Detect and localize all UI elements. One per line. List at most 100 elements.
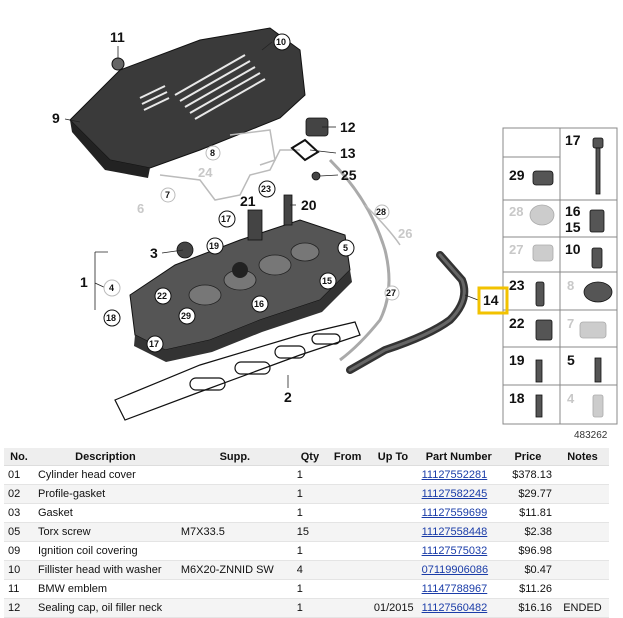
callout-11[interactable]: 11: [110, 29, 125, 45]
part-number-link[interactable]: 11127559699: [421, 507, 488, 519]
side-17[interactable]: 17: [565, 132, 581, 148]
side-28[interactable]: 28: [509, 204, 523, 219]
cell-price: $96.98: [499, 541, 556, 561]
cell-notes: [555, 560, 609, 580]
callout-10[interactable]: 10: [273, 33, 291, 51]
cell-part-number: 07119906086: [417, 560, 500, 580]
part-number-link[interactable]: 11127582245: [421, 488, 488, 500]
highlight-box-14: [477, 286, 509, 315]
callout-14[interactable]: 14: [483, 292, 499, 308]
side-16[interactable]: 16: [565, 203, 581, 219]
svg-text:17: 17: [149, 339, 159, 349]
cell-from: [327, 579, 369, 599]
callout-22[interactable]: 22: [154, 287, 172, 305]
cell-part-number: 11127558448: [417, 522, 500, 542]
callout-19[interactable]: 19: [206, 237, 224, 255]
cell-upto: [368, 579, 418, 599]
callout-6[interactable]: 6: [137, 201, 144, 216]
small-parts-illustration: [176, 117, 329, 259]
side-15[interactable]: 15: [565, 219, 581, 235]
callout-9[interactable]: 9: [52, 110, 60, 126]
cell-qty: 15: [292, 522, 328, 542]
cell-part-number: 11127582245: [417, 484, 500, 504]
callout-7[interactable]: 7: [160, 187, 176, 203]
svg-text:16: 16: [254, 299, 264, 309]
callout-18[interactable]: 18: [103, 309, 121, 327]
callout-29[interactable]: 29: [178, 307, 196, 325]
svg-text:22: 22: [157, 291, 167, 301]
cell-qty: 1: [292, 465, 328, 485]
callout-3[interactable]: 3: [150, 245, 158, 261]
svg-text:4: 4: [109, 283, 114, 293]
callout-28[interactable]: 28: [374, 204, 390, 220]
callout-12[interactable]: 12: [340, 119, 356, 135]
side-18[interactable]: 18: [509, 390, 525, 406]
callout-26[interactable]: 26: [398, 226, 412, 241]
cell-notes: [555, 541, 609, 561]
side-29[interactable]: 29: [509, 167, 525, 183]
gasket-illustration: [114, 321, 361, 421]
callout-13[interactable]: 13: [340, 145, 356, 161]
callout-17[interactable]: 17: [218, 210, 236, 228]
cell-qty: 1: [292, 484, 328, 504]
callout-2[interactable]: 2: [284, 389, 292, 405]
header-supp: Supp.: [176, 448, 293, 466]
part-number-link[interactable]: 07119906086: [421, 564, 489, 576]
side-23[interactable]: 23: [509, 277, 525, 293]
side-27[interactable]: 27: [509, 242, 523, 257]
cell-description: Torx screw: [33, 522, 177, 542]
callout-24[interactable]: 24: [198, 165, 213, 180]
cell-description: Gasket: [33, 503, 177, 523]
side-4[interactable]: 4: [567, 391, 575, 406]
table-row: 05 Torx screw M7X33.5 15 11127558448 $2.…: [4, 522, 609, 542]
cell-price: $2.38: [499, 522, 556, 542]
callout-27[interactable]: 27: [384, 285, 400, 301]
callout-25[interactable]: 25: [341, 167, 357, 183]
part-number-link[interactable]: 11127558448: [421, 526, 488, 538]
callout-1[interactable]: 1: [80, 274, 88, 290]
table-row: 02 Profile-gasket 1 11127582245 $29.77: [4, 484, 609, 504]
callout-15[interactable]: 15: [319, 272, 337, 290]
cell-description: Fillister head with washer: [33, 560, 177, 580]
header-no: No.: [4, 448, 34, 466]
callout-17b[interactable]: 17: [146, 335, 164, 353]
side-22[interactable]: 22: [509, 315, 525, 331]
callout-21[interactable]: 21: [240, 193, 256, 209]
callout-23[interactable]: 23: [258, 180, 276, 198]
callout-16[interactable]: 16: [251, 295, 269, 313]
side-7[interactable]: 7: [567, 316, 574, 331]
side-19[interactable]: 19: [509, 352, 525, 368]
cell-description: Ignition coil covering: [33, 541, 177, 561]
callout-4[interactable]: 4: [103, 279, 121, 297]
cell-description: Sealing cap, oil filler neck: [33, 598, 177, 618]
header-upto: Up To: [368, 448, 418, 466]
cell-supp: [176, 503, 293, 523]
parts-table: No. Description Supp. Qty From Up To Par…: [4, 448, 609, 618]
part-number-link[interactable]: 11127552281: [421, 469, 488, 481]
table-row: 11 BMW emblem 1 11147788967 $11.26: [4, 579, 609, 599]
callout-20[interactable]: 20: [301, 197, 317, 213]
cell-price: $378.13: [499, 465, 556, 485]
part-number-link[interactable]: 11127575032: [421, 545, 488, 557]
cell-supp: [176, 598, 293, 618]
svg-text:18: 18: [106, 313, 116, 323]
side-10[interactable]: 10: [565, 241, 581, 257]
part-number-link[interactable]: 11127560482: [421, 602, 488, 614]
side-8[interactable]: 8: [567, 278, 574, 293]
svg-text:8: 8: [210, 148, 215, 158]
cell-notes: [555, 503, 609, 523]
header-description: Description: [33, 448, 177, 466]
callout-circles: 10 19 17 23 5 15 16 22: [103, 33, 400, 353]
cell-notes: ENDED: [555, 598, 609, 618]
svg-text:19: 19: [209, 241, 219, 251]
part-number-link[interactable]: 11147788967: [421, 583, 488, 595]
cell-part-number: 11127560482: [417, 598, 500, 618]
callout-8[interactable]: 8: [205, 145, 221, 161]
side-5[interactable]: 5: [567, 352, 575, 368]
callout-5[interactable]: 5: [337, 239, 355, 257]
cell-part-number: 11127575032: [417, 541, 500, 561]
side-panel-labels: 17 29 28 16 15 27 10 23 8 22 7 19 5 18 4: [509, 132, 581, 406]
cell-description: BMW emblem: [33, 579, 177, 599]
svg-text:23: 23: [261, 184, 271, 194]
cell-qty: 1: [292, 598, 328, 618]
